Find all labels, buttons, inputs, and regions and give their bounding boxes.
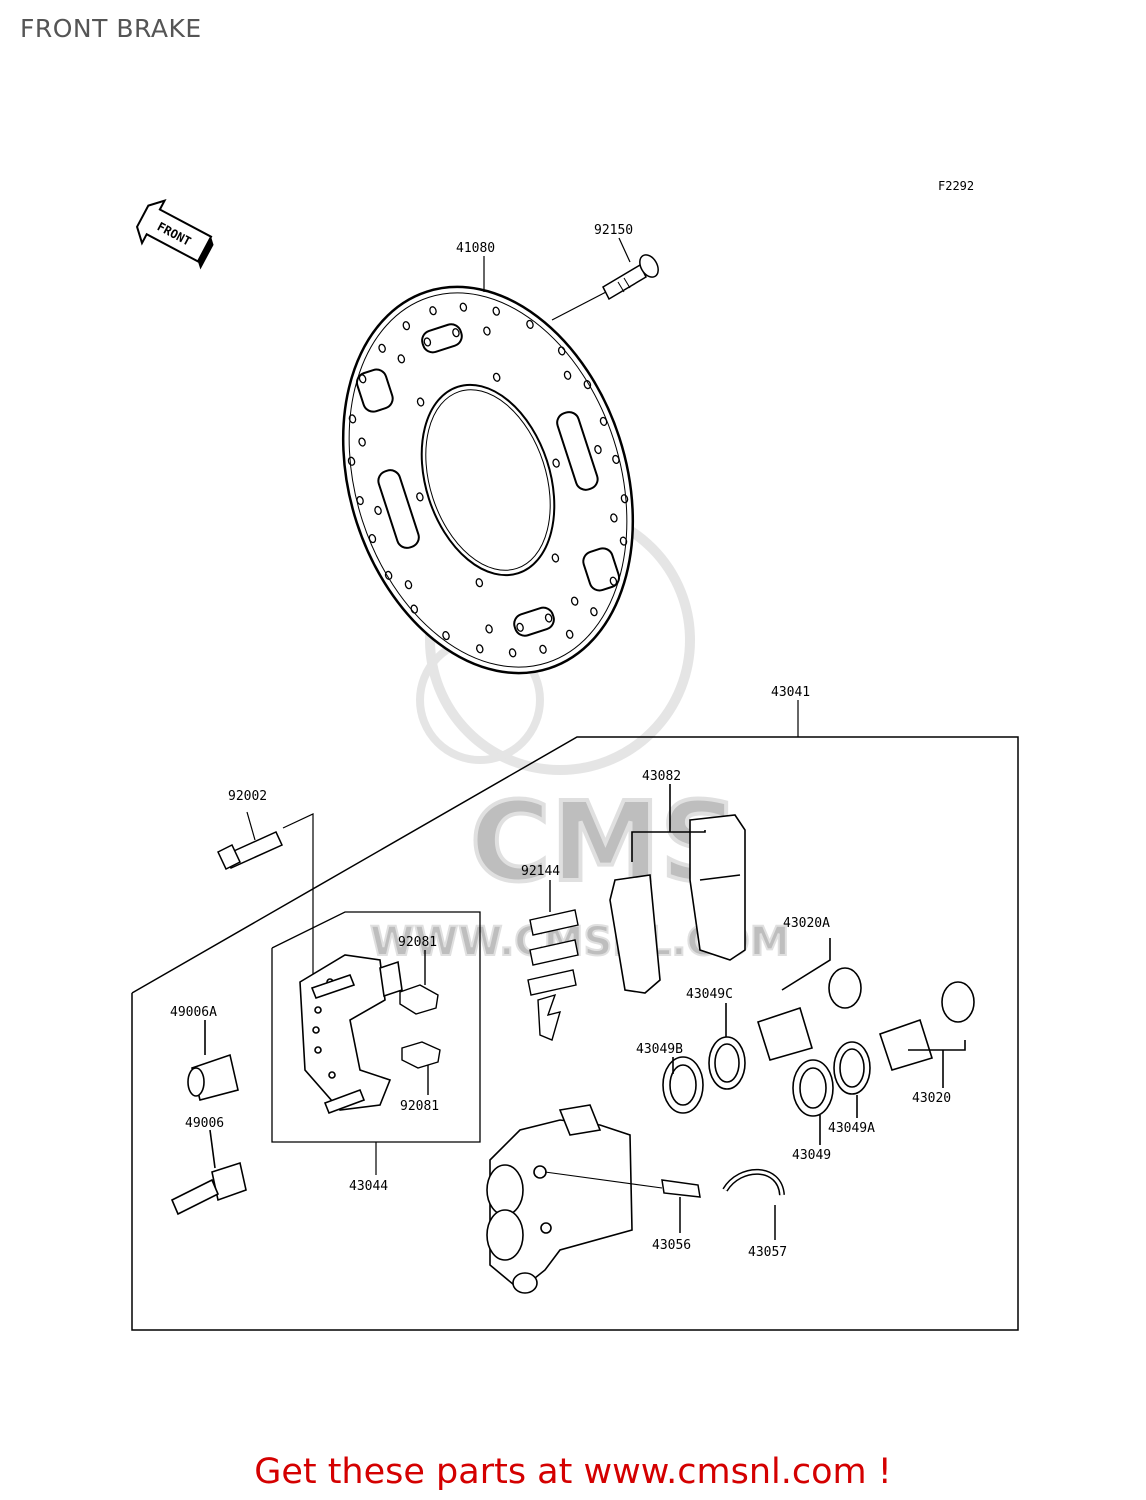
caliper-body — [486, 1104, 633, 1294]
part-label-43049a: 43049A — [828, 1121, 875, 1136]
part-label-43082: 43082 — [642, 769, 681, 784]
part-label-41080: 41080 — [456, 241, 495, 256]
part-label-49006: 49006 — [185, 1116, 224, 1131]
part-label-43044: 43044 — [349, 1179, 388, 1194]
part-label-43041: 43041 — [771, 685, 810, 700]
pistons-and-seals — [662, 938, 975, 1145]
bleeder-and-fitting — [544, 1168, 785, 1240]
part-label-92150: 92150 — [594, 223, 633, 238]
caliper-mount-bolt — [217, 811, 314, 980]
figure-code: F2292 — [938, 179, 974, 193]
page-title: FRONT BRAKE — [20, 14, 202, 43]
part-label-43057: 43057 — [748, 1245, 787, 1260]
footer-link[interactable]: Get these parts at www.cmsnl.com ! — [254, 1452, 892, 1492]
pad-spring-clip — [399, 950, 441, 1095]
part-label-43056: 43056 — [652, 1238, 691, 1253]
disc-bolt — [551, 254, 659, 321]
part-label-49006a: 49006A — [170, 1005, 217, 1020]
part-labels: 41080 92150 43041 92002 43082 92144 9208… — [170, 223, 951, 1260]
caliper-assembly-outline — [131, 736, 1019, 1331]
pad-spring — [527, 880, 579, 1041]
boot-and-pin — [170, 1020, 247, 1216]
parts-diagram: CMS WWW.CMSNL.COM F2292 FRONT — [131, 179, 1019, 1331]
part-label-43020a: 43020A — [783, 916, 830, 931]
part-label-92081a: 92081 — [398, 935, 437, 950]
part-label-92002: 92002 — [228, 789, 267, 804]
brake-disc — [341, 285, 635, 675]
bracket-assembly-outline — [271, 911, 481, 1143]
part-label-43049: 43049 — [792, 1148, 831, 1163]
footer-banner[interactable]: Get these parts at www.cmsnl.com ! — [0, 1452, 1146, 1492]
part-label-43020: 43020 — [912, 1091, 951, 1106]
caliper-bracket — [299, 954, 403, 1115]
part-label-43049c: 43049C — [686, 987, 733, 1002]
part-label-92144: 92144 — [521, 864, 560, 879]
front-arrow-icon: FRONT — [135, 199, 214, 270]
part-label-92081b: 92081 — [400, 1099, 439, 1114]
brake-pads — [609, 784, 746, 994]
part-label-43049b: 43049B — [636, 1042, 683, 1057]
